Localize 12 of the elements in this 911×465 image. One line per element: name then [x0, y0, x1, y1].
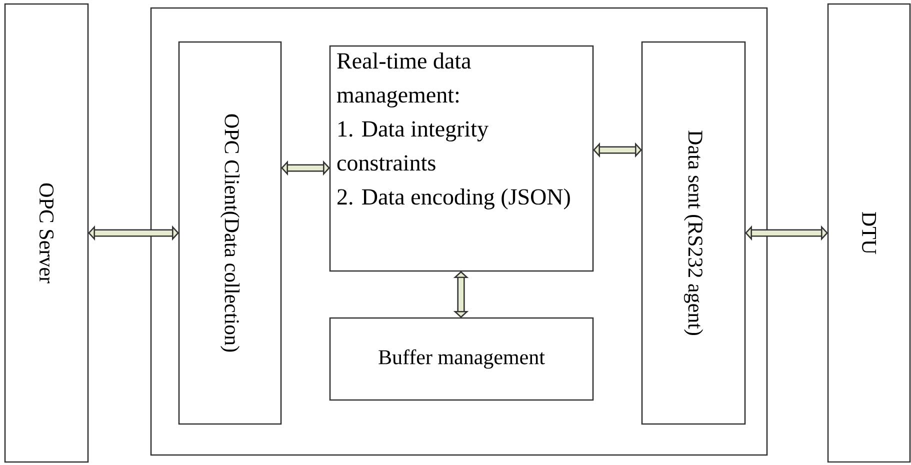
block-box: Buffer management	[329, 317, 594, 401]
block-box: Real-time data management: 1. Data integrity constraints 2. Data encoding (JSON)	[329, 45, 594, 272]
container-box	[150, 7, 768, 456]
block-box: OPC Client(Data collection)	[178, 41, 282, 425]
block-box: DTU	[827, 3, 911, 463]
double-arrow	[745, 225, 828, 241]
double-arrow	[453, 271, 469, 318]
double-arrow	[281, 160, 330, 176]
double-arrow	[593, 142, 642, 158]
block-box: OPC Server	[4, 3, 89, 463]
double-arrow	[88, 225, 179, 241]
block-box: Data sent (RS232 agent)	[641, 41, 746, 425]
